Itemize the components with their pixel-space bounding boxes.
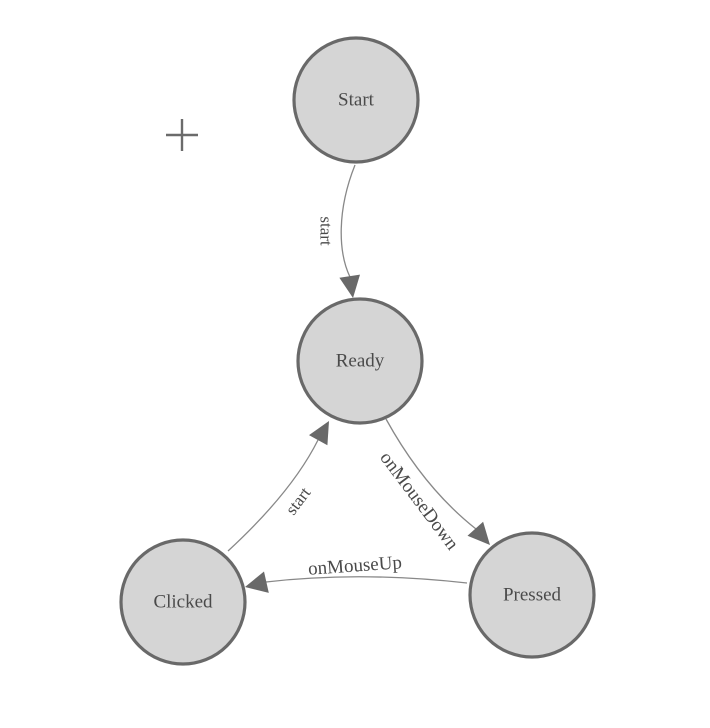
arrowhead-icon (339, 274, 360, 298)
edge-start-to-ready-path[interactable] (340, 164, 356, 278)
edge-ready-to-pressed-path[interactable] (385, 418, 477, 530)
arrowhead-icon (245, 571, 269, 593)
node-clicked-circle[interactable] (119, 538, 247, 666)
node-clicked[interactable]: Clicked (119, 538, 247, 666)
edge-clicked-to-ready[interactable]: start (227, 421, 329, 552)
node-pressed-circle[interactable] (468, 531, 596, 659)
arrowhead-icon (309, 421, 329, 446)
node-pressed[interactable]: Pressed (468, 531, 596, 659)
edge-pressed-to-clicked-path[interactable] (265, 576, 468, 584)
edge-label-onmousedown: onMouseDown (375, 448, 463, 555)
arrowhead-icon (467, 521, 490, 545)
node-ready[interactable]: Ready (296, 297, 424, 425)
origin-cross-icon (166, 119, 198, 151)
node-ready-circle[interactable] (296, 297, 424, 425)
edge-start-to-ready[interactable]: start (317, 164, 361, 298)
edge-label-start-ready: start (317, 216, 336, 246)
edge-clicked-to-ready-path[interactable] (227, 439, 319, 552)
node-start[interactable]: Start (292, 36, 420, 164)
edge-ready-to-pressed[interactable]: onMouseDown (375, 418, 490, 555)
edge-label-onmouseup: onMouseUp (307, 552, 402, 580)
edge-pressed-to-clicked[interactable]: onMouseUp (245, 552, 468, 593)
node-start-circle[interactable] (292, 36, 420, 164)
